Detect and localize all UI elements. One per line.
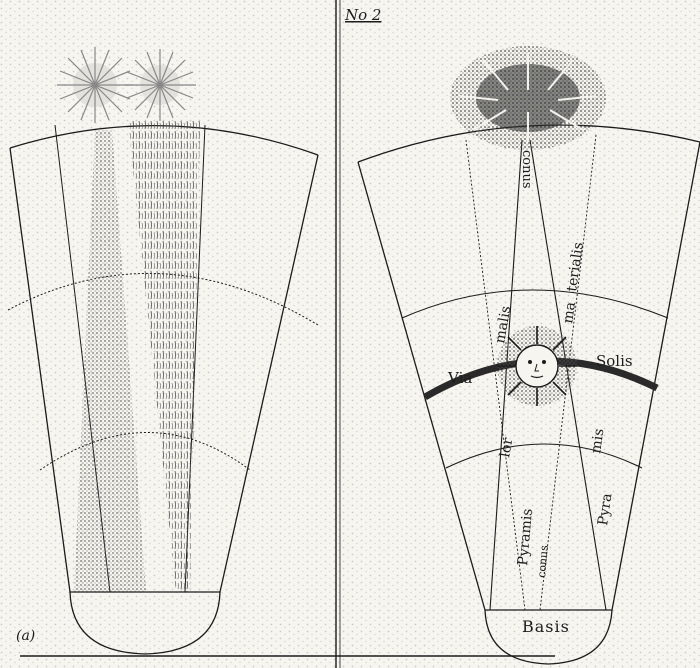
label-conus-top: conus (519, 150, 534, 189)
label-materialis-1: ma (560, 301, 579, 325)
figure-letter: (a) (16, 628, 35, 644)
plate-number: No 2 (344, 6, 381, 24)
label-basis: Basis (522, 617, 570, 636)
label-solis: Solis (596, 352, 633, 370)
top-dark-sun (450, 46, 606, 150)
label-via: Via (447, 369, 472, 387)
label-lor: lor (497, 436, 516, 458)
